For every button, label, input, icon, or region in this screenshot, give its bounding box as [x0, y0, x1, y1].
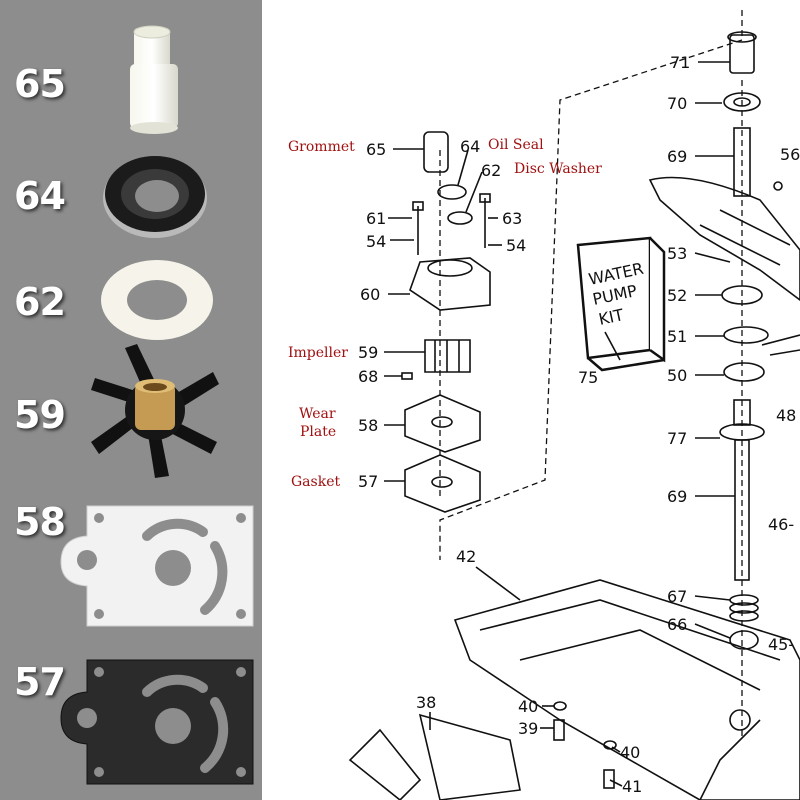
part-63-bolt-drawing — [479, 193, 491, 248]
part-70-drawing — [723, 92, 761, 112]
callout-68: 68 — [358, 367, 378, 386]
callout-40: 40 — [518, 697, 538, 716]
callout-42: 42 — [456, 547, 476, 566]
part-number-badge: 62 — [14, 280, 66, 324]
part-41-bolt-drawing — [603, 769, 615, 789]
part-62-washer-drawing — [447, 211, 473, 225]
callout-61: 61 — [366, 209, 386, 228]
part-number-badge: 65 — [14, 62, 66, 106]
gasket-photo — [60, 659, 254, 785]
callout-50: 50 — [667, 366, 687, 385]
part-64-oil-seal-drawing — [437, 184, 467, 200]
part-number-badge: 59 — [14, 393, 66, 437]
callout-38: 38 — [416, 693, 436, 712]
callout-56: 56 — [780, 145, 800, 164]
part-69-driveshaft-drawing — [734, 439, 750, 581]
callout-48: 48 — [776, 406, 796, 425]
callout-62: 62 — [481, 161, 501, 180]
callout-64: 64 — [460, 137, 480, 156]
callout-71: 71 — [670, 53, 690, 72]
callout-46: 46- — [768, 515, 794, 534]
callout-51: 51 — [667, 327, 687, 346]
part-51-o-ring-drawing — [723, 326, 769, 344]
leader-lines — [384, 61, 735, 787]
callout-69: 69 — [667, 487, 687, 506]
wear-plate-label: Plate — [300, 424, 336, 440]
part-39-bolt-drawing — [553, 719, 565, 741]
part-59-impeller-drawing — [424, 339, 471, 373]
callout-39: 39 — [518, 719, 538, 738]
kit-box-label-line: KIT — [597, 305, 626, 329]
part-40b-bolt-drawing — [603, 740, 617, 750]
callout-53: 53 — [667, 244, 687, 263]
grommet-label: Grommet — [288, 139, 355, 155]
part-57-gasket-drawing — [404, 454, 481, 513]
part-38-bracket-drawing — [418, 713, 521, 800]
callout-77: 77 — [667, 429, 687, 448]
part-48-edge-drawing — [761, 334, 800, 356]
part-number-badge: 64 — [14, 174, 66, 218]
wear-plate-photo — [60, 505, 254, 627]
callout-52: 52 — [667, 286, 687, 305]
wear-plate-label: Wear — [299, 406, 336, 422]
callout-69: 69 — [667, 147, 687, 166]
callout-63: 63 — [502, 209, 522, 228]
oil-seal-photo — [103, 156, 207, 238]
part-58-wear-plate-drawing — [404, 394, 481, 453]
water-pump-kit-box-drawing: WATER PUMP KIT — [576, 236, 666, 372]
callout-59: 59 — [358, 343, 378, 362]
impeller-photo — [91, 344, 219, 478]
callout-66: 66 — [667, 615, 687, 634]
upper-housing-drawing — [648, 176, 800, 301]
part-61-bolt-drawing — [412, 201, 424, 255]
part-number-badge: 58 — [14, 500, 66, 544]
callout-60: 60 — [360, 285, 380, 304]
callout-40: 40 — [620, 743, 640, 762]
oil-seal-label: Oil Seal — [488, 137, 544, 153]
callout-57: 57 — [358, 472, 378, 491]
part-60-pump-housing-drawing — [409, 257, 491, 311]
callout-54: 54 — [366, 232, 386, 251]
part-50-drawing — [723, 362, 765, 382]
grommet-photo — [130, 25, 178, 134]
part-66-bearing-drawing — [729, 630, 759, 650]
gasket-label: Gasket — [291, 474, 340, 490]
callout-54: 54 — [506, 236, 526, 255]
part-40-bolt-drawing — [553, 701, 567, 711]
callout-45: 45- — [768, 635, 794, 654]
callout-41: 41 — [622, 777, 642, 796]
parts-photo-panel: 65 64 62 59 58 — [0, 0, 262, 800]
callout-67: 67 — [667, 587, 687, 606]
callout-70: 70 — [667, 94, 687, 113]
impeller-label: Impeller — [288, 345, 348, 361]
part-69-shaft-drawing — [733, 127, 751, 197]
part-67-spring-drawing — [729, 594, 759, 622]
disc-washer-label: Disc Washer — [514, 161, 602, 177]
exploded-parts-diagram: WATER PUMP KIT — [288, 10, 800, 800]
lower-housing-drawing — [453, 579, 800, 800]
part-65-grommet-drawing — [423, 131, 449, 173]
callout-75: 75 — [578, 368, 598, 387]
part-68-key-drawing — [401, 372, 413, 380]
callout-65: 65 — [366, 140, 386, 159]
callout-58: 58 — [358, 416, 378, 435]
disc-washer-photo — [101, 260, 213, 340]
part-71-drawing — [727, 31, 757, 74]
part-number-badge: 57 — [14, 660, 66, 704]
